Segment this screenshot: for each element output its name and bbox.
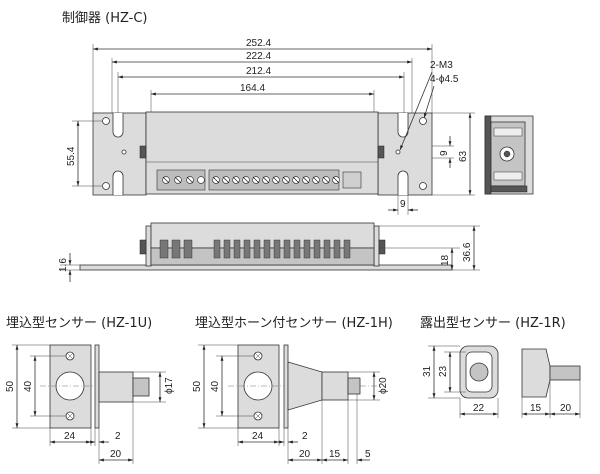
title-sensor-1h: 埋込型ホーン付センサー (HZ-1H) [195,316,393,331]
dim-hole-height: 55.4 [66,146,77,166]
mount-hole-icon [102,117,110,125]
side-plate [484,115,492,195]
dim-plate-thickness: 1.6 [58,258,69,272]
controller-front-view: 252.4 222.4 212.4 164.4 2-M3 4-ϕ4.5 55.4… [66,38,475,215]
dim-1h-width: 24 [252,431,264,442]
dim-overall-width: 252.4 [246,38,271,49]
dim-1h-height: 50 [192,380,203,392]
sensor-1h-cable [347,377,361,395]
controller-side-view [484,115,534,195]
dim-1h-horn: 20 [299,449,311,460]
sensor-1u-body [98,371,134,403]
sensor-1h-body [321,371,349,401]
dim-1u-hole-pitch: 40 [23,380,34,392]
sensor-1r-lens [469,362,489,382]
sensor-1r-cable [549,365,581,381]
dim-1u-depth: 20 [110,449,122,460]
dim-total-height: 63 [458,150,469,162]
dim-body-width: 164.4 [240,83,265,94]
dim-1u-width: 24 [64,431,76,442]
dim-1u-flange: 2 [115,431,121,442]
dim-base-height: 18 [440,254,451,266]
sensor-1u-drawing: 50 40 24 2 20 ϕ17 [5,344,175,464]
controller-bottom-view: 1.6 18 36.6 [58,222,480,282]
title-sensor-1u: 埋込型センサー (HZ-1U) [6,316,152,331]
mount-slot-icon [397,113,409,138]
note-screw: 2-M3 [430,60,453,71]
sensor-1r-drawing: 31 23 22 15 20 [422,345,581,418]
mount-hole-icon [102,182,110,190]
dim-1u-diameter: ϕ17 [164,377,175,394]
title-controller: 制御器 (HZ-C) [62,11,148,26]
bottom-left-bracket [145,225,152,267]
left-knob [139,145,147,159]
dim-side-height: 36.6 [462,242,473,262]
dim-1r-cable: 20 [560,403,572,414]
bottom-right-bracket [373,225,380,267]
dim-slot-height: 9 [439,150,450,156]
dim-1h-diameter: ϕ20 [378,377,389,394]
dim-1h-hole-pitch: 40 [210,380,221,392]
dim-1h-tail: 5 [365,449,371,460]
base-plate [79,264,453,271]
dim-mount-hole-pitch: 222.4 [246,51,271,62]
dim-1u-height: 50 [5,380,16,392]
note-holes: 4-ϕ4.5 [430,74,459,85]
mount-slot-icon [112,113,124,138]
mount-hole-icon [419,117,427,125]
mount-hole-icon [419,182,427,190]
screw-icon [395,149,401,155]
right-knob [377,145,385,159]
sensor-1r-side-body [521,348,551,398]
sensor-1h-drawing: 50 40 24 2 20 15 5 ϕ20 [192,344,389,464]
dim-1r-inner: 23 [438,365,449,377]
dim-1r-width: 22 [473,403,485,414]
dim-1h-body: 15 [329,449,341,460]
sensor-1u-flange [94,344,100,429]
sensor-1u-cable [132,377,150,397]
dim-1h-flange: 2 [302,431,308,442]
title-sensor-1r: 露出型センサー (HZ-1R) [420,316,566,331]
dim-1r-body: 15 [530,403,542,414]
sensor-1h-horn [287,361,323,411]
dim-1r-height: 31 [422,365,433,377]
mount-slot-icon [397,170,409,195]
mount-slot-icon [112,170,124,195]
dim-slot-pitch: 212.4 [246,66,271,77]
dim-slot-width: 9 [400,199,406,210]
sensor-1h-flange [283,344,289,429]
screw-icon [121,149,127,155]
terminal-block [156,169,362,191]
